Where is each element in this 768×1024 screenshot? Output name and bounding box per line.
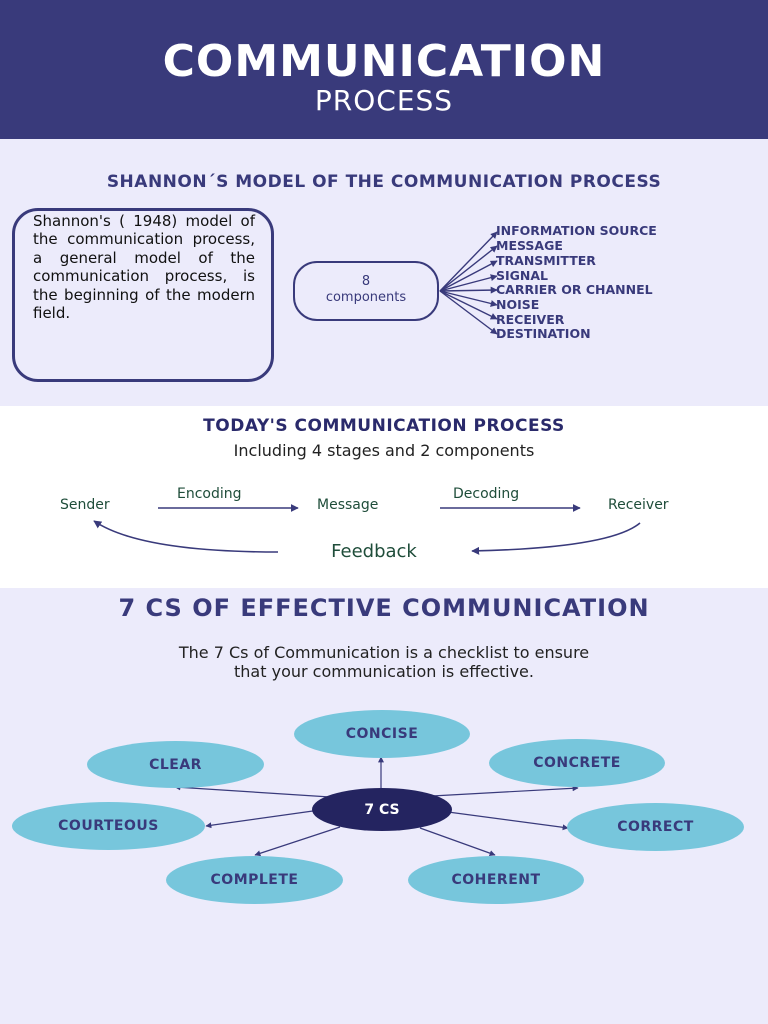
components-count: 8 [361,274,371,289]
component-receiver: RECEIVER [496,312,565,327]
page-title: COMMUNICATION [162,36,606,87]
oval-correct: CORRECT [567,803,744,851]
oval-concise: CONCISE [294,710,470,758]
flow-message: Message [317,497,379,513]
today-subtitle: Including 4 stages and 2 components [233,441,535,460]
component-signal: SIGNAL [496,268,549,283]
seven-cs-subtitle-line1: The 7 Cs of Communication is a checklist… [178,643,590,662]
component-noise: NOISE [496,297,540,312]
flow-receiver: Receiver [608,497,669,513]
seven-cs-subtitle: The 7 Cs of Communication is a checklist… [0,643,768,681]
flow-sender: Sender [60,497,110,513]
component-fan-arrows [439,231,498,335]
oval-coherent: COHERENT [408,856,584,904]
shannon-title: SHANNON´S MODEL OF THE COMMUNICATION PRO… [106,172,662,192]
components-box [293,261,439,321]
flow-decoding: Decoding [453,486,520,502]
seven-cs-title: 7 CS OF EFFECTIVE COMMUNICATION [118,594,650,622]
flow-feedback: Feedback [331,541,417,562]
components-word: components [325,290,407,305]
oval-courteous: COURTEOUS [12,802,205,850]
today-title: TODAY'S COMMUNICATION PROCESS [203,416,565,436]
seven-cs-subtitle-line2: that your communication is effective. [234,662,534,681]
oval-center-7cs: 7 CS [312,788,452,831]
oval-complete: COMPLETE [166,856,343,904]
seven-cs-arrows [174,756,579,857]
component-carrier-or-channel: CARRIER OR CHANNEL [496,282,653,297]
component-information-source: INFORMATION SOURCE [496,223,657,238]
flow-arrows [93,504,641,555]
header-banner [0,0,768,139]
shannon-description-box [12,208,274,382]
component-transmitter: TRANSMITTER [496,253,596,268]
component-message: MESSAGE [496,238,563,253]
today-section [0,406,768,588]
component-destination: DESTINATION [496,326,591,341]
oval-clear: CLEAR [87,741,264,788]
flow-encoding: Encoding [177,486,242,502]
page-subtitle: PROCESS [314,84,454,117]
oval-concrete: CONCRETE [489,739,665,787]
shannon-description: Shannon's ( 1948) model of the communica… [33,212,255,323]
